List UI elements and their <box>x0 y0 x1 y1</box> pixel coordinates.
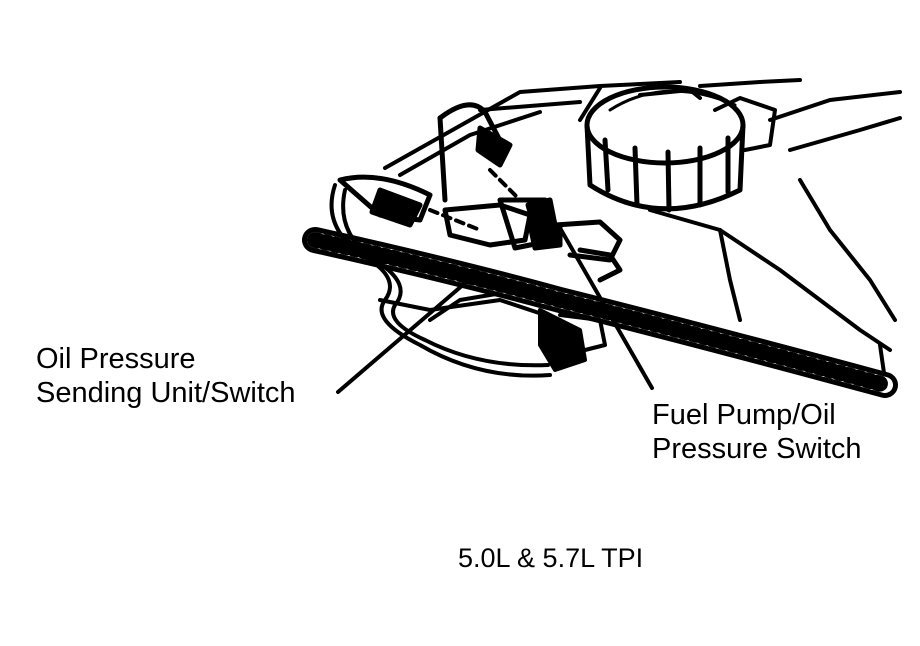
leader-line-oil-sending <box>336 270 480 394</box>
figure-caption: 5.0L & 5.7L TPI <box>458 543 644 573</box>
label-fuel-pump-line1: Fuel Pump/Oil <box>652 399 836 431</box>
label-oil-pressure-line2: Sending Unit/Switch <box>36 377 296 409</box>
wiring-harness <box>302 227 898 398</box>
engine-block-outline <box>383 78 902 382</box>
label-fuel-pump-oil-pressure-switch: Fuel Pump/Oil Pressure Switch <box>652 398 862 466</box>
oil-filler-cap <box>584 84 777 213</box>
label-fuel-pump-line2: Pressure Switch <box>652 433 862 465</box>
sensor-wire-loop <box>329 183 607 378</box>
sending-unit-assembly <box>337 102 623 283</box>
label-oil-pressure-line1: Oil Pressure <box>36 343 196 375</box>
leader-line-fuel-pump <box>558 226 654 390</box>
label-oil-pressure-sending-unit: Oil Pressure Sending Unit/Switch <box>36 342 296 410</box>
